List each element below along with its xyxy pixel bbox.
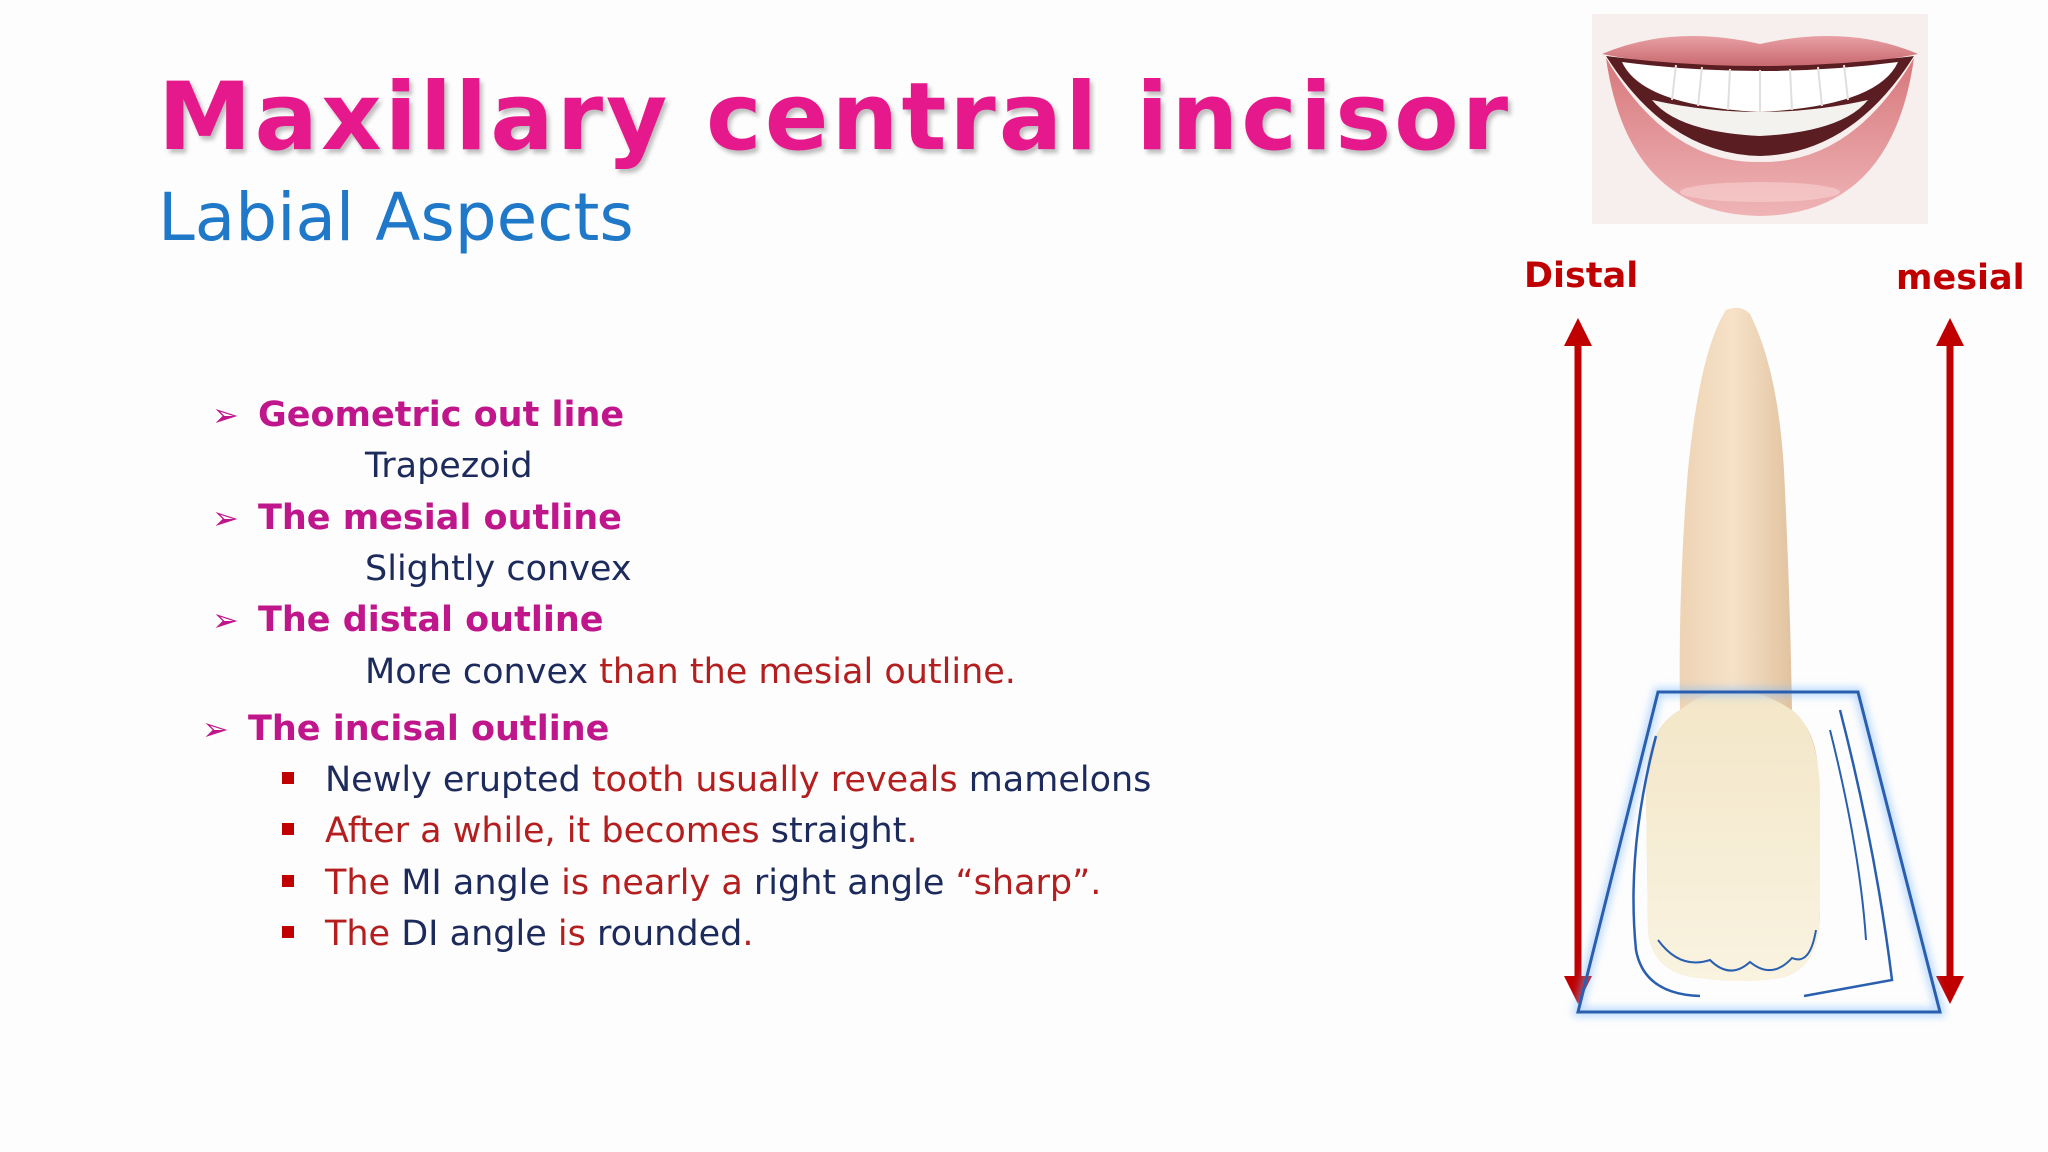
heading-text: The mesial outline (258, 498, 622, 538)
smile-photo-icon (1592, 14, 1928, 224)
bullet-text: right angle (753, 863, 956, 903)
detail-text: Slightly convex (365, 549, 632, 589)
bullet-text: DI angle (401, 914, 558, 954)
bullet-text: After a while, it becomes (325, 811, 771, 851)
heading-text: Geometric out line (258, 395, 625, 435)
tooth-illustration-icon (1645, 307, 1820, 981)
distal-label: Distal (1524, 256, 1639, 296)
incisal-bullet-3: The MI angle is nearly a right angle “sh… (325, 860, 1101, 906)
bullet-text: The (325, 914, 402, 954)
slide-subtitle: Labial Aspects (158, 179, 634, 256)
bullet-text: tooth usually reveals (591, 760, 969, 800)
section-heading-incisal: ➢ The incisal outline (202, 706, 609, 752)
bullet-text: MI angle (401, 863, 562, 903)
section-heading-mesial: ➢ The mesial outline (212, 495, 622, 541)
detail-text: than the mesial outline. (599, 652, 1016, 692)
bullet-text: Newly erupted (325, 760, 592, 800)
bullet-text: straight (770, 811, 907, 851)
section-detail-distal: More convex than the mesial outline. (365, 649, 1016, 695)
trapezoid-outline (1572, 687, 1946, 1017)
square-bullet-icon (282, 823, 294, 835)
bullet-text: is (557, 914, 597, 954)
bullet-text: is nearly a (561, 863, 754, 903)
incisal-bullet-1: Newly erupted tooth usually reveals mame… (325, 757, 1151, 803)
detail-text: More convex (365, 652, 600, 692)
bullet-text: “sharp”. (955, 863, 1102, 903)
arrowhead-bullet-icon: ➢ (202, 710, 229, 748)
bullet-text: The (325, 863, 402, 903)
incisal-bullet-2: After a while, it becomes straight. (325, 808, 918, 854)
section-detail-geometric: Trapezoid (365, 443, 533, 489)
section-detail-mesial: Slightly convex (365, 546, 632, 592)
heading-text: The incisal outline (248, 709, 610, 749)
mesial-label: mesial (1896, 258, 2025, 298)
bullet-text: mamelons (968, 760, 1152, 800)
distal-arrow-icon (1564, 318, 1592, 1004)
square-bullet-icon (282, 875, 294, 887)
heading-text: The distal outline (258, 600, 604, 640)
section-heading-distal: ➢ The distal outline (212, 597, 603, 643)
detail-text: Trapezoid (365, 446, 533, 486)
arrowhead-bullet-icon: ➢ (212, 601, 239, 639)
square-bullet-icon (282, 772, 294, 784)
bullet-text: rounded (596, 914, 743, 954)
arrowhead-bullet-icon: ➢ (212, 396, 239, 434)
bullet-text: . (906, 811, 918, 851)
bullet-text: . (742, 914, 754, 954)
tooth-diagram (1564, 307, 1964, 1017)
incisal-bullet-4: The DI angle is rounded. (325, 911, 753, 957)
slide-title: Maxillary central incisor (158, 63, 1512, 172)
square-bullet-icon (282, 926, 294, 938)
section-heading-geometric: ➢ Geometric out line (212, 392, 624, 438)
mesial-arrow-icon (1936, 318, 1964, 1004)
arrowhead-bullet-icon: ➢ (212, 499, 239, 537)
